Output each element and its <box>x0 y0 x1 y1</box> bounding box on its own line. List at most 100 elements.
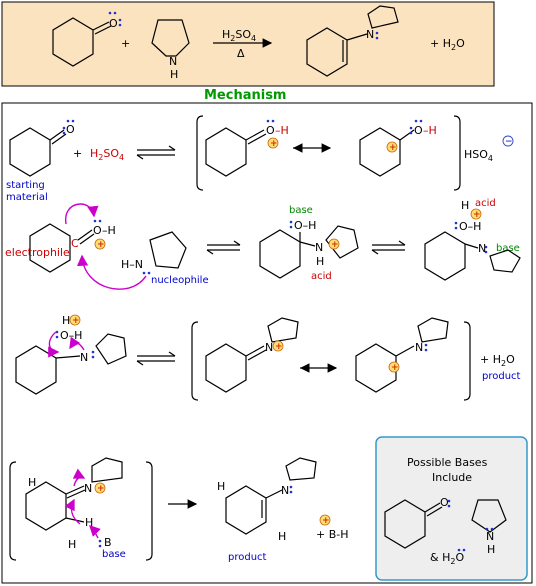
svg-text:+: + <box>72 316 80 326</box>
step1-starting-material: O starting material <box>6 119 75 203</box>
cyclohexanone-molecule: N O <box>52 11 122 67</box>
svg-text:+: + <box>473 210 481 220</box>
bh-charge <box>319 514 331 526</box>
step3-res1-charge <box>272 340 284 352</box>
curved-arrow-step4-a <box>89 525 101 539</box>
int2-oh: O–H <box>459 220 481 233</box>
step4-left-bracket <box>9 461 17 561</box>
step3-o-charge <box>69 314 81 326</box>
curved-arrow-step3-b <box>69 336 85 351</box>
step4-product-n: N <box>281 484 289 497</box>
res1-oh: –H <box>275 124 289 137</box>
step4-base-label: base <box>102 549 126 560</box>
bases-cyclohexanone: O <box>384 496 451 549</box>
acid-label-2: acid <box>475 198 496 209</box>
base-label-2: base <box>496 243 520 254</box>
step4-product-label: product <box>228 552 267 563</box>
svg-text:+: + <box>270 139 278 149</box>
step4-iminium: H N + H H B base <box>25 457 126 560</box>
oxygen-label: O <box>109 17 118 30</box>
enamine-n: N <box>366 28 374 41</box>
curved-arrow-step3-a <box>48 331 60 358</box>
int2-n: N <box>478 242 486 255</box>
step1-oxygen: O <box>66 123 75 136</box>
bases-title-1: Possible Bases <box>407 456 488 469</box>
res2-oh: –H <box>423 124 437 137</box>
res2-oxygen: O <box>414 124 423 137</box>
step4-h3: H <box>68 538 76 551</box>
starting-label-2: material <box>6 192 48 203</box>
step3-h: H <box>62 314 70 327</box>
water-byproduct: + H2O <box>430 37 465 52</box>
mechanism-frame <box>1 102 533 584</box>
step4-product-h1: H <box>217 480 225 493</box>
step4-base-b: B <box>104 536 112 549</box>
step1-plus: + <box>73 147 82 160</box>
svg-text:+: + <box>97 240 105 250</box>
step1-right-bracket <box>453 115 461 191</box>
res1-oxygen: O <box>266 124 275 137</box>
step4-right-bracket <box>145 461 153 561</box>
step3-right-bracket <box>463 321 471 401</box>
pyrrolidine-h: H <box>170 68 178 81</box>
step3-iminium-2: N + <box>355 317 449 393</box>
res2-charge <box>386 141 398 153</box>
bases-water: & H2O <box>430 551 464 566</box>
possible-bases-box <box>375 436 528 581</box>
acid-catalyst-label: H2SO4 <box>222 28 256 43</box>
step4-h1: H <box>28 476 36 489</box>
step2-carbon: C <box>71 237 79 250</box>
acid-label-1: acid <box>311 271 332 282</box>
int1-n: N <box>315 241 323 254</box>
step1-equilibrium-arrow <box>136 145 176 160</box>
step2-intermediate-1: base O–H N H acid + <box>259 205 359 282</box>
step4-product-h2: H <box>278 530 286 543</box>
bh-product: + B-H <box>316 528 349 541</box>
overall-reaction-box <box>1 1 495 87</box>
step2-electrophile: C O –H + electrophile <box>5 203 116 273</box>
heat-label: Δ <box>237 47 245 60</box>
svg-text:+: + <box>331 240 339 250</box>
step3-res2-charge <box>388 361 400 373</box>
step4-h2: H <box>85 516 93 529</box>
int1-oh: O–H <box>294 219 316 232</box>
step3-n: N <box>80 351 88 364</box>
svg-text:+: + <box>391 363 399 373</box>
pyrrolidine-n: N <box>169 55 177 68</box>
step2-intermediate-2: H acid + O–H N base <box>424 198 521 281</box>
int2-h: H <box>461 199 469 212</box>
step3-left-bracket <box>191 321 199 401</box>
enamine-product: N <box>306 5 399 77</box>
step1-resonance-2: O –H + <box>359 119 437 177</box>
step3-intermediate: H + O–H N <box>15 314 127 395</box>
step2-oh: –H <box>102 224 116 237</box>
res1-charge <box>267 137 279 149</box>
step2-oxygen: O <box>93 224 102 237</box>
step3-oh: O–H <box>60 329 82 342</box>
step2-equilibrium-arrow-2 <box>371 240 406 255</box>
int1-h: H <box>316 255 324 268</box>
step1-left-bracket <box>196 115 204 191</box>
step2-equilibrium-arrow <box>206 240 241 255</box>
step3-product-label: product <box>482 371 521 382</box>
bases-title-2: Include <box>432 471 472 484</box>
overall-reaction-arrow: H2SO4 Δ <box>213 28 273 60</box>
curved-arrow-nucleophile <box>76 254 147 290</box>
svg-text:+: + <box>322 516 330 526</box>
hso4-anion: HSO4 <box>464 148 493 163</box>
svg-text:−: − <box>505 137 513 147</box>
step1-h2so4: H2SO4 <box>90 147 124 162</box>
step3-equilibrium-arrow <box>136 351 176 366</box>
step3-res2-n: N <box>415 341 423 354</box>
bases-h: H <box>487 543 495 556</box>
step2-hn: H–N <box>121 258 143 271</box>
bases-pyrrolidine: N H <box>471 499 507 556</box>
nucleophile-label: nucleophile <box>151 275 209 286</box>
svg-text:+: + <box>97 484 105 494</box>
curved-arrow-electrophile <box>65 203 99 225</box>
electrophile-label: electrophile <box>5 246 70 259</box>
base-label-1: base <box>289 205 313 216</box>
int2-charge <box>470 208 482 220</box>
svg-text:+: + <box>275 342 283 352</box>
